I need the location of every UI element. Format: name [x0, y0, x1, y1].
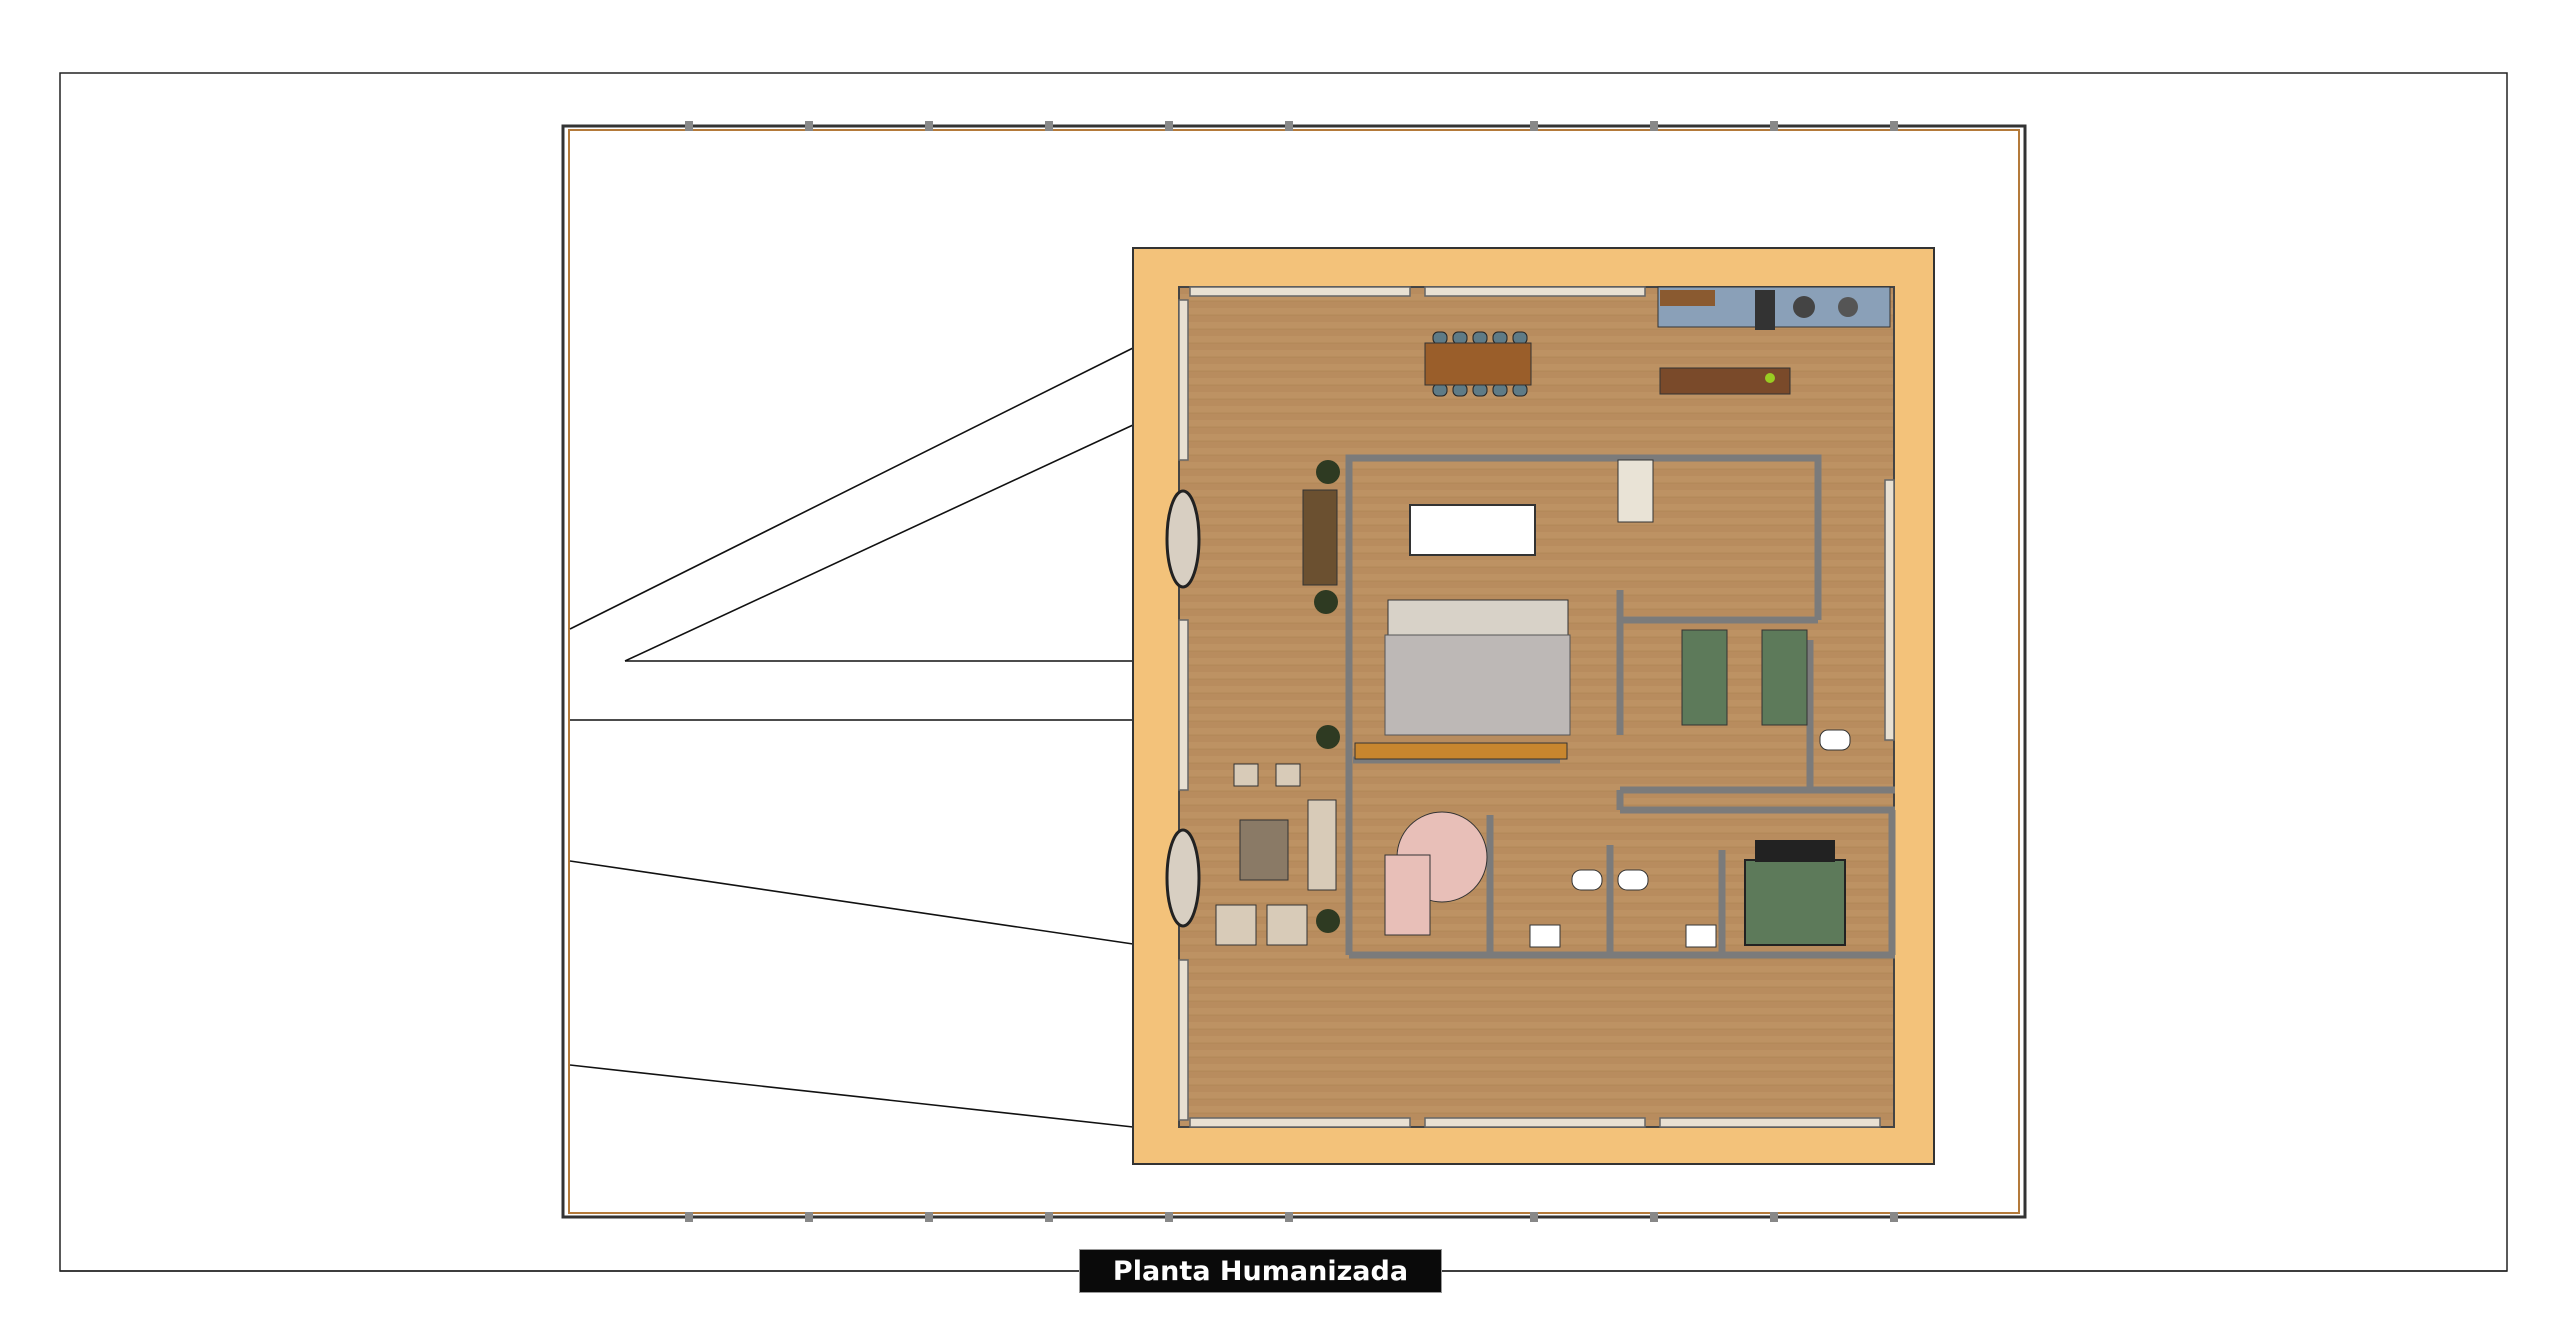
plant-icon: [1314, 460, 1340, 933]
kitchen-counter: [1657, 286, 1891, 330]
bar-counter: [1659, 367, 1791, 395]
dining-table-top: [1424, 331, 1532, 397]
tv-console: [1354, 742, 1568, 760]
bathroom-fixtures: [1529, 729, 1851, 948]
pink-bed: [1384, 854, 1431, 936]
rug: [1384, 634, 1571, 736]
headboard: [1755, 840, 1835, 862]
outdoor-furniture: [1215, 763, 1337, 946]
hammock-icon: [1165, 489, 1201, 928]
twin-bed-left: [1681, 629, 1728, 726]
master-bed: [1744, 859, 1846, 946]
guide-lines: [569, 347, 1134, 1128]
sofa: [1387, 599, 1569, 639]
perimeter-glazing: [1178, 286, 1895, 1128]
drawing-title: Planta Humanizada: [1079, 1249, 1442, 1293]
bench: [1302, 489, 1338, 586]
twin-bed-right: [1761, 629, 1808, 726]
white-dining-table: [1409, 504, 1536, 556]
outer-deck-boundary: [561, 121, 2027, 1222]
cooktop-island: [1617, 459, 1654, 523]
interior-walls: [1345, 454, 1896, 959]
